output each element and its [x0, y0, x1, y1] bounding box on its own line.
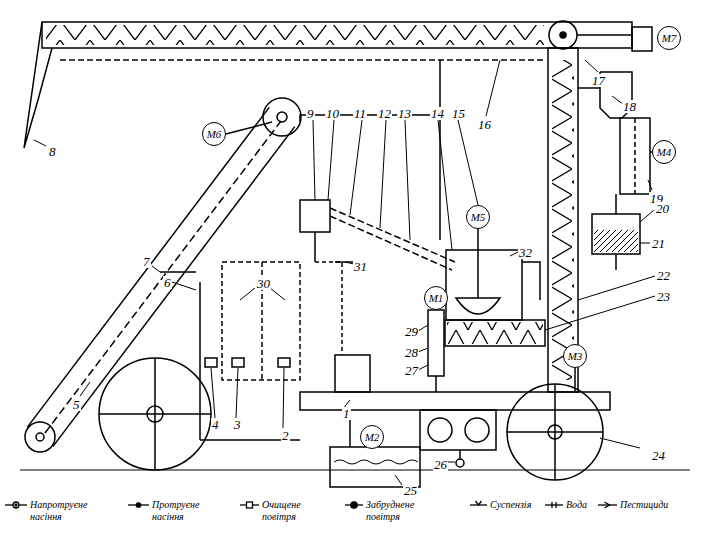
legend-text: Забруднене повітря [366, 499, 428, 522]
callout-number: 6 [163, 276, 172, 289]
callout-number: 28 [404, 346, 419, 359]
motor-label: M5 [471, 212, 486, 223]
callout-number: 16 [477, 118, 492, 131]
legend-sample [5, 502, 27, 508]
callout-number: 21 [651, 237, 666, 250]
callout-number: 18 [622, 100, 637, 113]
motor-label: M3 [568, 351, 583, 362]
callout-number: 26 [433, 458, 448, 471]
callout-number: 20 [655, 202, 670, 215]
legend-text: Вода [566, 499, 628, 511]
callout-number: 4 [211, 418, 220, 431]
callout-number: 13 [397, 107, 412, 120]
motor-label: M4 [657, 147, 672, 158]
legend-text: Протруєне насіння [152, 499, 214, 522]
legend-sample [545, 502, 563, 508]
callout-number: 17 [591, 74, 606, 87]
callout-number: 1 [342, 407, 351, 420]
callout-number: 8 [48, 145, 57, 158]
callout-number: 11 [353, 107, 367, 120]
legend-text: Суспензія [490, 499, 552, 511]
callout-number: 29 [404, 325, 419, 338]
callout-number: 31 [353, 260, 368, 273]
callout-number: 24 [651, 449, 666, 462]
callout-number: 2 [281, 429, 290, 442]
motor-circle: M4 [652, 140, 676, 164]
legend-text: Напротруєне насіння [30, 499, 92, 522]
legend-text: Пестициди [620, 499, 682, 511]
callout-number: 22 [656, 269, 671, 282]
motor-circle: M5 [466, 205, 490, 229]
legend-sample [240, 502, 259, 508]
motor-circle: M2 [360, 425, 384, 449]
callout-number: 23 [656, 290, 671, 303]
motor-circle: M6 [202, 122, 226, 146]
legend-sample [345, 502, 363, 508]
callout-number: 27 [404, 364, 419, 377]
motor-circle: M7 [657, 26, 681, 50]
callout-number: 7 [142, 255, 151, 268]
callout-number: 5 [72, 398, 81, 411]
callout-number: 25 [403, 484, 418, 497]
motor-circle: M1 [424, 286, 448, 310]
callout-number: 15 [451, 107, 466, 120]
callout-number: 12 [377, 107, 392, 120]
callout-number: 30 [256, 277, 271, 290]
callout-number: 32 [518, 246, 533, 259]
callout-number: 10 [325, 107, 340, 120]
callout-number: 9 [306, 107, 315, 120]
callout-number: 14 [430, 107, 445, 120]
motor-label: M2 [365, 432, 380, 443]
legend-text: Очищене повітря [262, 499, 324, 522]
motor-label: M1 [429, 293, 444, 304]
motor-circle: M3 [563, 344, 587, 368]
legend-sample [128, 503, 149, 507]
legend-sample [598, 502, 617, 508]
motor-label: M7 [662, 33, 677, 44]
motor-label: M6 [207, 129, 222, 140]
callout-number: 3 [233, 418, 242, 431]
legend-sample [470, 501, 487, 505]
